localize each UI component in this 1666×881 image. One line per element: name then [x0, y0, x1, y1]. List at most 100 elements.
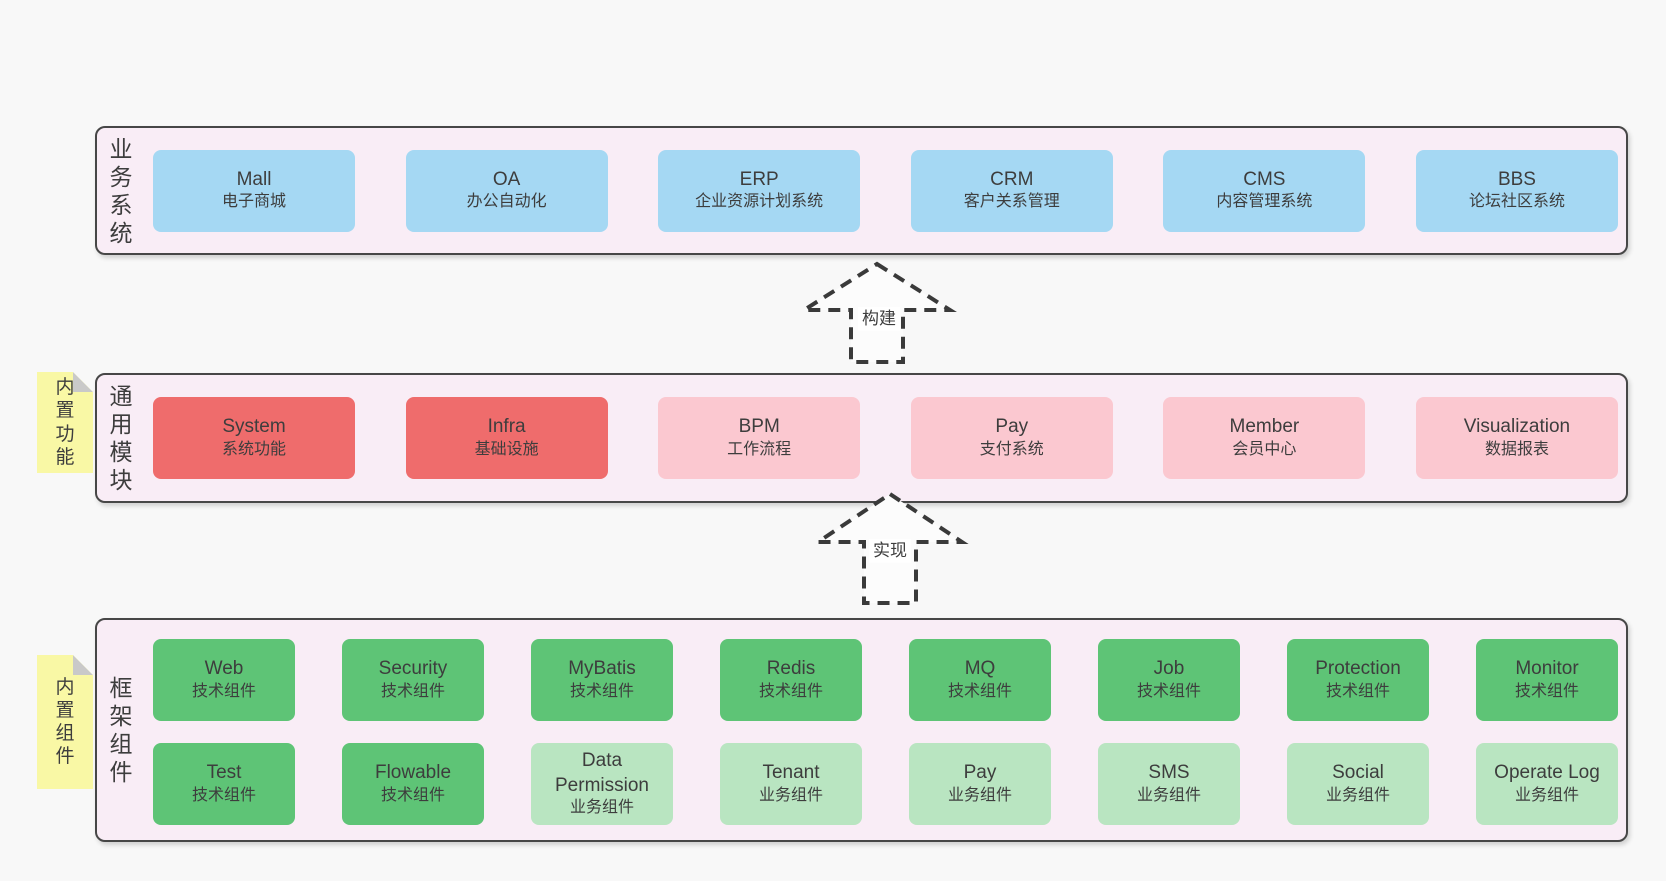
- box-subtitle: 电子商城: [221, 193, 286, 211]
- box-tenant: Tenant 业务组件: [720, 743, 862, 825]
- box-title: Security: [378, 658, 448, 680]
- box-title: Test: [206, 762, 242, 784]
- box-title: Social: [1332, 762, 1384, 784]
- box-title: Protection: [1315, 658, 1401, 680]
- box-subtitle: 技术组件: [569, 682, 634, 700]
- box-title: Mall: [236, 168, 272, 190]
- box-title: BBS: [1497, 168, 1536, 190]
- box-subtitle: 技术组件: [1136, 682, 1201, 700]
- layer-label-framework-components: 框架组件: [109, 674, 133, 786]
- box-title: Data Permission: [555, 749, 649, 796]
- box-subtitle: 技术组件: [947, 682, 1012, 700]
- layer-label-common-modules: 通用模块: [109, 382, 133, 494]
- box-monitor: Monitor 技术组件: [1476, 639, 1618, 721]
- box-title: BPM: [738, 416, 780, 438]
- box-system: System 系统功能: [153, 397, 355, 479]
- implement-arrow-label: 实现: [869, 538, 911, 564]
- box-protection: Protection 技术组件: [1287, 639, 1429, 721]
- box-bpm: BPM 工作流程: [658, 397, 861, 479]
- box-operate-log: Operate Log 业务组件: [1476, 743, 1618, 825]
- box-subtitle: 业务组件: [1514, 786, 1579, 804]
- box-title: CRM: [990, 168, 1034, 190]
- box-title: Redis: [766, 658, 816, 680]
- box-redis: Redis 技术组件: [720, 639, 862, 721]
- box-job: Job 技术组件: [1098, 639, 1240, 721]
- box-title: Monitor: [1515, 658, 1579, 680]
- box-subtitle: 技术组件: [191, 786, 256, 804]
- box-subtitle: 技术组件: [1514, 682, 1579, 700]
- box-visualization: Visualization 数据报表: [1415, 397, 1618, 479]
- box-infra: Infra 基础设施: [405, 397, 608, 479]
- layer-common-modules: 通用模块 System 系统功能 Infra 基础设施 BPM 工作流程 Pay 支付系统 Me…: [95, 373, 1628, 503]
- box-subtitle: 系统功能: [221, 440, 286, 458]
- box-subtitle: 业务组件: [1325, 786, 1390, 804]
- box-subtitle: 业务组件: [947, 786, 1012, 804]
- box-cms: CMS 内容管理系统: [1163, 149, 1366, 232]
- sticky-note-builtin-features: 内置功能: [37, 372, 93, 473]
- box-subtitle: 业务组件: [758, 786, 823, 804]
- box-mq: MQ 技术组件: [909, 639, 1051, 721]
- box-title: Pay: [995, 416, 1029, 438]
- box-flowable: Flowable 技术组件: [342, 743, 484, 825]
- box-title: Member: [1229, 416, 1300, 438]
- sticky-note-builtin-components: 内置组件: [37, 655, 93, 789]
- build-arrow-label: 构建: [858, 306, 900, 332]
- box-subtitle: 数据报表: [1484, 440, 1549, 458]
- box-title: Visualization: [1463, 416, 1571, 438]
- box-title: Tenant: [762, 762, 820, 784]
- box-web: Web 技术组件: [153, 639, 295, 721]
- sticky-note-label: 内置功能: [55, 377, 75, 468]
- box-subtitle: 技术组件: [380, 682, 445, 700]
- box-subtitle: 论坛社区系统: [1468, 193, 1565, 211]
- box-oa: OA 办公自动化: [405, 149, 608, 232]
- box-subtitle: 基础设施: [474, 440, 539, 458]
- box-subtitle: 支付系统: [979, 440, 1044, 458]
- box-title: Infra: [487, 416, 526, 438]
- box-subtitle: 业务组件: [569, 799, 634, 817]
- box-title: OA: [492, 168, 521, 190]
- box-subtitle: 办公自动化: [466, 193, 547, 211]
- box-security: Security 技术组件: [342, 639, 484, 721]
- box-title: MyBatis: [568, 658, 636, 680]
- box-subtitle: 会员中心: [1232, 440, 1297, 458]
- box-pay: Pay 支付系统: [910, 397, 1113, 479]
- box-sms: SMS 业务组件: [1098, 743, 1240, 825]
- box-crm: CRM 客户关系管理: [910, 149, 1113, 232]
- box-row-common-modules: System 系统功能 Infra 基础设施 BPM 工作流程 Pay 支付系统 Member 会…: [153, 375, 1618, 501]
- box-social: Social 业务组件: [1287, 743, 1429, 825]
- box-title: Web: [204, 658, 244, 680]
- box-title: MQ: [964, 658, 996, 680]
- box-subtitle: 内容管理系统: [1216, 193, 1313, 211]
- box-title: SMS: [1148, 762, 1190, 784]
- box-test: Test 技术组件: [153, 743, 295, 825]
- box-subtitle: 技术组件: [380, 786, 445, 804]
- box-mall: Mall 电子商城: [153, 149, 355, 232]
- box-subtitle: 技术组件: [191, 682, 256, 700]
- box-pay: Pay 业务组件: [909, 743, 1051, 825]
- box-data-permission: Data Permission 业务组件: [531, 743, 673, 825]
- box-title: Flowable: [374, 762, 452, 784]
- box-title: System: [222, 416, 286, 438]
- layer-label-business-systems: 业务系统: [109, 135, 133, 246]
- box-title: Pay: [963, 762, 997, 784]
- box-title: Job: [1153, 658, 1185, 680]
- box-title: Operate Log: [1494, 762, 1600, 784]
- box-subtitle: 企业资源计划系统: [695, 193, 824, 211]
- box-mybatis: MyBatis 技术组件: [531, 639, 673, 721]
- box-bbs: BBS 论坛社区系统: [1415, 149, 1618, 232]
- box-subtitle: 工作流程: [727, 440, 792, 458]
- box-subtitle: 业务组件: [1136, 786, 1201, 804]
- box-subtitle: 客户关系管理: [963, 193, 1060, 211]
- box-subtitle: 技术组件: [1325, 682, 1390, 700]
- box-title: CMS: [1243, 168, 1286, 190]
- box-subtitle: 技术组件: [758, 682, 823, 700]
- box-member: Member 会员中心: [1163, 397, 1366, 479]
